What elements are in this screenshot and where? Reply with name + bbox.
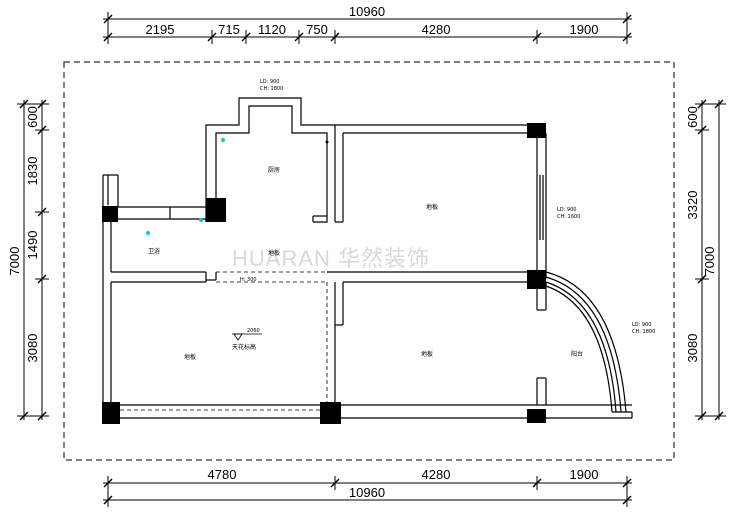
fixture-marker bbox=[221, 138, 225, 142]
level-note: 天花标高 bbox=[232, 343, 256, 351]
window-right-ch: CH: 1600 bbox=[557, 214, 580, 220]
dim-top-seg-2: 715 bbox=[218, 22, 240, 37]
dim-bottom-total: 10960 bbox=[349, 485, 385, 500]
dim-bottom-seg-3: 1900 bbox=[570, 467, 599, 482]
columns bbox=[102, 123, 546, 424]
column bbox=[320, 402, 341, 424]
dim-right-seg-2: 3320 bbox=[685, 191, 700, 220]
window-arc-ch: CH: 1800 bbox=[632, 329, 655, 335]
column bbox=[102, 402, 120, 424]
room-label-kitchen: 厨房 bbox=[268, 166, 280, 174]
level-symbol: 2060 天花标高 bbox=[232, 328, 262, 351]
level-value: 2060 bbox=[247, 328, 260, 334]
dim-top-seg-4: 750 bbox=[306, 22, 328, 37]
drawing-frame bbox=[63, 61, 675, 461]
right-dimension-chain: 600 3320 3080 7000 bbox=[685, 99, 726, 421]
dim-bottom-seg-1: 4780 bbox=[208, 467, 237, 482]
column bbox=[102, 206, 118, 222]
bottom-dimension-chain: 4780 4280 1900 10960 bbox=[103, 467, 632, 507]
dim-right-total: 7000 bbox=[702, 247, 717, 276]
opening-height: H: 300 bbox=[240, 277, 257, 283]
window-top-ch: CH: 1800 bbox=[260, 86, 283, 92]
watermark: HUARAN 华然装饰 bbox=[232, 246, 430, 271]
window-arc-ld: LD: 900 bbox=[632, 322, 651, 328]
room-label-corridor: 地板 bbox=[268, 249, 280, 257]
window-top-ld: LD: 900 bbox=[260, 79, 279, 85]
top-dimension-chain: 10960 2195 715 1120 750 4280 1900 bbox=[103, 4, 632, 44]
window-right-ld: LD: 900 bbox=[557, 207, 576, 213]
dim-bottom-seg-2: 4280 bbox=[422, 467, 451, 482]
dim-left-total: 7000 bbox=[7, 247, 22, 276]
room-label-bottom-middle: 地板 bbox=[421, 350, 433, 358]
dim-top-total: 10960 bbox=[349, 4, 385, 19]
fixture-marker bbox=[146, 231, 150, 235]
room-label-bottom-left: 地板 bbox=[184, 353, 196, 361]
fixture-marker bbox=[325, 140, 329, 144]
dim-left-seg-2: 1830 bbox=[25, 157, 40, 186]
dim-left-seg-1: 600 bbox=[25, 106, 40, 128]
dim-top-seg-1: 2195 bbox=[146, 22, 175, 37]
dim-top-seg-5: 4280 bbox=[422, 22, 451, 37]
column bbox=[527, 270, 546, 289]
walls bbox=[102, 97, 633, 419]
fixture-marker bbox=[199, 218, 203, 222]
dim-left-seg-3: 1490 bbox=[25, 231, 40, 260]
room-label-bath: 卫浴 bbox=[148, 247, 160, 255]
dim-left-seg-4: 3080 bbox=[25, 334, 40, 363]
room-label-balcony: 阳台 bbox=[571, 350, 583, 358]
dim-top-seg-3: 1120 bbox=[258, 22, 286, 37]
left-dimension-chain: 7000 600 1830 1490 3080 bbox=[7, 99, 49, 421]
dim-right-seg-3: 3080 bbox=[685, 334, 700, 363]
column bbox=[206, 198, 226, 222]
dim-top-seg-6: 1900 bbox=[570, 22, 599, 37]
dim-right-seg-1: 600 bbox=[685, 106, 700, 128]
column bbox=[527, 409, 546, 423]
room-label-top-right: 地板 bbox=[426, 203, 438, 211]
column bbox=[527, 123, 546, 138]
